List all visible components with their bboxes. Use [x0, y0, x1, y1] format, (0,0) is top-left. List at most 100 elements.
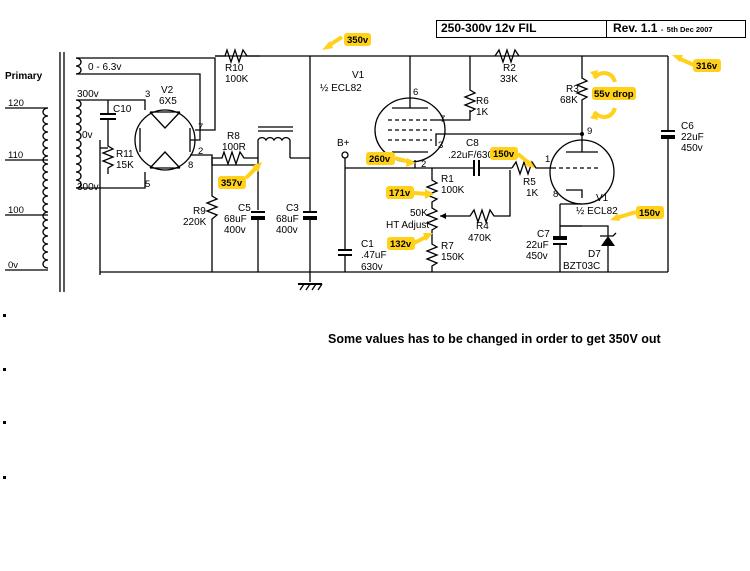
- ground-icon: [298, 283, 323, 291]
- c7-ref: C7: [537, 229, 550, 240]
- r11-ref: R11: [116, 149, 134, 160]
- c5-value: 68uF: [224, 214, 247, 225]
- c6-ref: C6: [681, 121, 694, 132]
- c10-ref: C10: [113, 104, 132, 115]
- tag-260v-text: 260v: [369, 154, 391, 165]
- v1a-pin2: 2: [421, 159, 426, 170]
- pot-value: 50K: [410, 208, 428, 219]
- r8-value: 100R: [222, 142, 246, 153]
- r4-ref: R4: [476, 221, 489, 232]
- primary-label: Primary: [5, 71, 43, 82]
- tag-171v-text: 171v: [389, 188, 411, 199]
- c7-rating: 450v: [526, 251, 548, 262]
- tag-350v: 350v: [322, 33, 371, 50]
- v2-pin3: 3: [145, 89, 150, 100]
- tag-55v-drop-text: 55v drop: [594, 89, 634, 100]
- tag-132v: 132v: [387, 233, 433, 250]
- v2-ref: V2: [161, 85, 174, 96]
- circuit-title: 250-300v 12v FIL: [437, 21, 607, 37]
- v1b-type: ½ ECL82: [576, 206, 618, 217]
- tag-357v: 357v: [218, 162, 262, 189]
- r6-ref: R6: [476, 96, 489, 107]
- c3-rating: 400v: [276, 225, 298, 236]
- tap-100: 100: [8, 205, 24, 216]
- tag-171v: 171v: [386, 186, 434, 199]
- tag-55v-drop: 55v drop: [590, 70, 636, 120]
- rectifier-section: C10 R11 15K V2 6X5 3 5 7 2 8: [76, 57, 258, 275]
- bplus-terminal: B+: [337, 138, 350, 250]
- ht-adjust-network: R1 100K 50K HT Adjust R7 150K R4 470K C1…: [338, 170, 511, 273]
- margin-dot: [3, 314, 6, 317]
- design-note: Some values has to be changed in order t…: [328, 332, 661, 346]
- tag-150v-grid-text: 150v: [493, 149, 515, 160]
- tap-0v: 0v: [8, 260, 18, 271]
- r1-ref: R1: [441, 174, 454, 185]
- c8-value: .22uF/630v: [448, 150, 498, 161]
- c5-ref: C5: [238, 203, 251, 214]
- r10-ref: R10: [225, 63, 244, 74]
- v2-rectifier-tube: [134, 109, 196, 171]
- secondary-coil: [75, 99, 82, 189]
- coupling-network: C8 .22uF/630v R5 1K: [432, 138, 552, 199]
- d7-ref: D7: [588, 249, 601, 260]
- margin-dot: [3, 421, 6, 424]
- tag-150v-cathode-text: 150v: [639, 208, 661, 219]
- hv-center-label: 0v: [82, 130, 93, 141]
- tap-110: 110: [8, 150, 23, 161]
- c1-rating: 630v: [361, 262, 383, 273]
- c3-ref: C3: [286, 203, 299, 214]
- filament-coil: [75, 57, 82, 75]
- v2-pin2: 2: [198, 146, 203, 157]
- c1-value: .47uF: [361, 250, 387, 261]
- power-transformer: Primary 120 110 100 0v 0 - 6.3v 300v 0v …: [5, 52, 121, 292]
- v2-pin5: 5: [145, 179, 150, 190]
- r4-value: 470K: [468, 233, 492, 244]
- hv-top-label: 300v: [77, 89, 99, 100]
- r5-ref: R5: [523, 177, 536, 188]
- r7-ref: R7: [441, 241, 454, 252]
- tag-316v: 316v: [672, 55, 721, 72]
- revision-number: Rev. 1.1: [613, 21, 658, 35]
- v1a-pin3: 3: [438, 140, 443, 151]
- voltage-annotations: 350v 316v 357v 260v 150v: [218, 33, 721, 250]
- c7-value: 22uF: [526, 240, 549, 251]
- v1-pentode-section: V1 ½ ECL82 6 7 3 2 R6 1K R2 33K: [320, 47, 582, 175]
- r11-value: 15K: [116, 160, 134, 171]
- filter-section: R10 100K R8 100R R9 220K C5 68uF 400v C3…: [100, 47, 668, 291]
- filament-label: 0 - 6.3v: [88, 62, 121, 73]
- r9-value: 220K: [183, 217, 207, 228]
- filter-choke: [257, 136, 291, 158]
- r3-value: 68K: [560, 95, 578, 106]
- tap-120: 120: [8, 98, 24, 109]
- tag-316v-text: 316v: [696, 61, 718, 72]
- pot-name: HT Adjust: [386, 220, 429, 231]
- tag-260v: 260v: [366, 152, 416, 167]
- d7-type: BZT03C: [563, 261, 600, 272]
- r6-value: 1K: [476, 107, 489, 118]
- revision-date: 5th Dec 2007: [666, 25, 713, 34]
- v1a-pin6: 6: [413, 87, 418, 98]
- v1b-ref: V1: [596, 193, 609, 204]
- tag-150v-cathode: 150v: [610, 206, 664, 221]
- c6-value: 22uF: [681, 132, 704, 143]
- bplus-label: B+: [337, 138, 350, 149]
- r1-value: 100K: [441, 185, 465, 196]
- v1b-pin9: 9: [587, 126, 592, 137]
- r3-ref: R3: [566, 84, 579, 95]
- r5-value: 1K: [526, 188, 539, 199]
- margin-dot: [3, 476, 6, 479]
- tag-150v-grid: 150v: [490, 147, 535, 168]
- v2-type: 6X5: [159, 96, 177, 107]
- v1b-pin1: 1: [545, 154, 550, 165]
- v1a-type: ½ ECL82: [320, 83, 362, 94]
- r2-ref: R2: [503, 63, 516, 74]
- v1a-ref: V1: [352, 70, 365, 81]
- tag-357v-text: 357v: [221, 178, 243, 189]
- c8-ref: C8: [466, 138, 479, 149]
- v1b-pin8: 8: [553, 189, 558, 200]
- revision-info: Rev. 1.1 - 5th Dec 2007: [613, 21, 713, 35]
- c3-value: 68uF: [276, 214, 299, 225]
- v2-pin8: 8: [188, 160, 193, 171]
- primary-coil: [42, 107, 49, 269]
